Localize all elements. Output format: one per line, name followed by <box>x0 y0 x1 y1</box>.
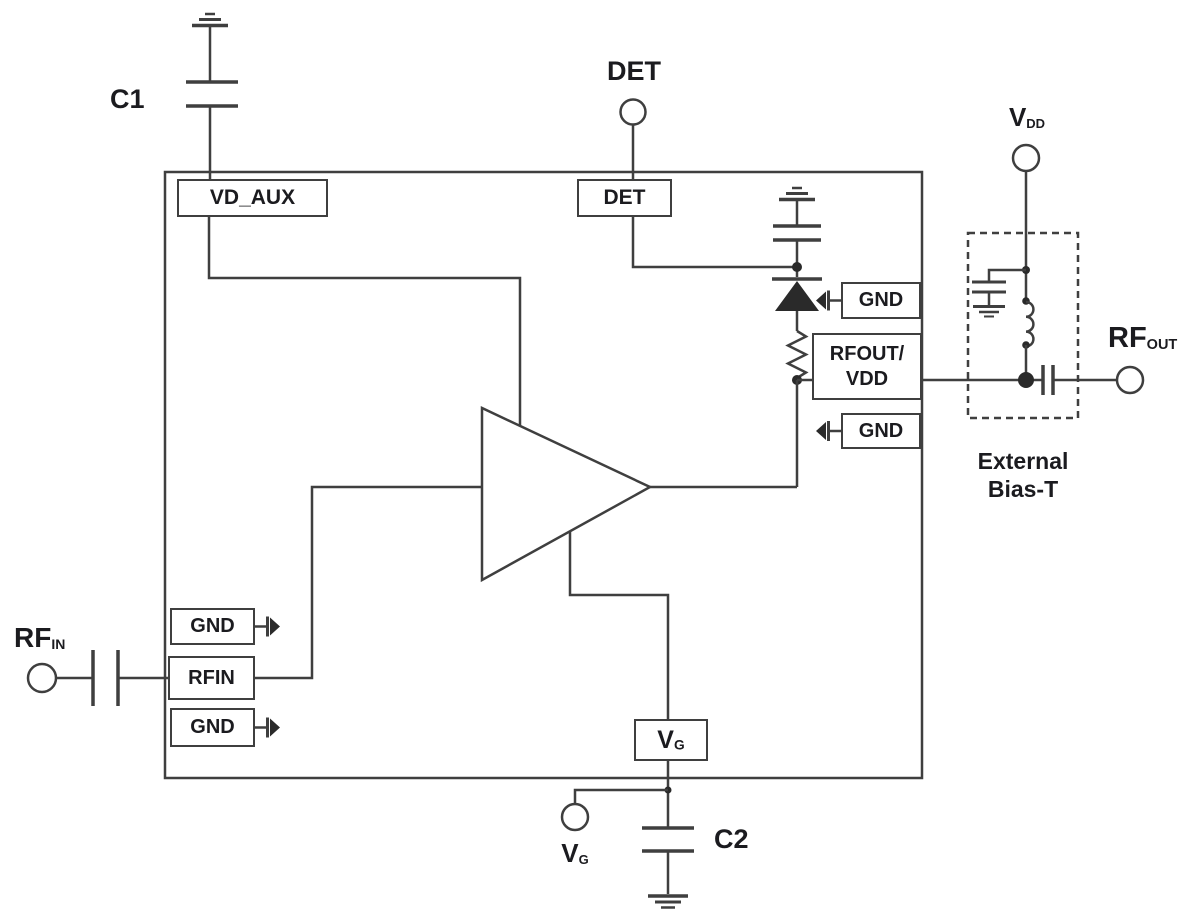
rf-out-port-label: RFOUT <box>1108 322 1178 354</box>
inductor-icon <box>1025 300 1035 348</box>
pad-arrow <box>270 617 280 636</box>
rf-out-bias-t <box>922 143 1145 395</box>
c1-branch <box>186 12 522 426</box>
earth-ground-icon <box>192 12 228 28</box>
wire-input <box>255 485 482 680</box>
junction-dot <box>792 262 802 272</box>
series-capacitor-icon <box>91 650 120 706</box>
earth-ground-icon <box>779 186 815 202</box>
capacitor-icon <box>773 224 821 242</box>
bias-t-caption: External Bias-T <box>977 448 1069 502</box>
gnd-pad-bond-right-lower <box>816 421 841 441</box>
wire <box>573 788 668 804</box>
vdd-port-label: VDD <box>1008 102 1046 132</box>
pin-label: DET <box>603 186 646 209</box>
pin-label: RFIN <box>188 666 235 689</box>
wire <box>631 217 797 269</box>
pin-gnd-bottom-right: GND <box>841 413 921 449</box>
diode-triangle <box>775 281 819 311</box>
pin-gnd-left-upper: GND <box>170 608 255 645</box>
det-port-label: DET <box>607 56 661 86</box>
amplifier-triangle-icon <box>480 406 653 583</box>
pin-label: GND <box>190 615 235 637</box>
pin-label: GND <box>858 419 904 442</box>
capacitor-icon <box>186 80 238 108</box>
pad-arrow <box>816 422 826 440</box>
pin-gnd-top-right: GND <box>841 282 921 319</box>
port-circle <box>560 802 590 832</box>
capacitor-icon <box>642 826 694 853</box>
pin-label: VG <box>657 725 685 754</box>
junction-dot <box>1018 372 1034 388</box>
wire <box>987 268 1026 281</box>
pad-arrow <box>816 291 826 310</box>
port-circle <box>619 98 647 126</box>
wire <box>207 217 522 426</box>
rf-in-port-label: RFIN <box>14 622 66 653</box>
pin-vd-aux: VD_AUX <box>177 179 328 217</box>
det-branch <box>619 98 797 269</box>
port-circle <box>26 662 58 694</box>
resistor-icon <box>785 329 809 380</box>
pin-rfin: RFIN <box>168 656 255 700</box>
c2-label: C2 <box>714 824 749 854</box>
wire-gate-bias <box>568 531 670 719</box>
pin-rfout-vdd: RFOUT/ VDD <box>812 333 922 400</box>
pin-det: DET <box>577 179 672 217</box>
port-circle <box>1011 143 1041 173</box>
earth-ground-icon <box>648 894 688 909</box>
port-circle <box>1115 365 1145 395</box>
series-capacitor-icon <box>1041 365 1055 395</box>
gnd-pad-bond-left-lower <box>255 717 280 738</box>
pin-label: RFOUT/ <box>829 342 905 365</box>
chip-outline <box>163 170 924 780</box>
rf-in-branch <box>26 650 168 706</box>
gnd-pad-bond-left-upper <box>255 616 280 637</box>
gnd-pad-bond-right-upper <box>816 290 841 311</box>
pin-label: VDD <box>845 367 889 390</box>
vg-port-label: VG <box>561 838 589 868</box>
detector-chain <box>772 186 822 487</box>
pin-gnd-left-lower: GND <box>170 708 255 747</box>
vg-c2-branch <box>560 761 694 909</box>
pin-label: GND <box>858 289 904 311</box>
shunt-capacitor-icon <box>972 280 1006 294</box>
pad-arrow <box>270 718 280 737</box>
pin-label: VD_AUX <box>209 186 296 209</box>
earth-ground-icon <box>973 305 1005 318</box>
amplifier <box>255 406 797 719</box>
c1-label: C1 <box>110 84 145 114</box>
diode-icon <box>772 277 822 311</box>
bias-t-outline <box>966 231 1080 420</box>
pin-vg: VG <box>634 719 708 761</box>
pin-label: GND <box>190 716 235 738</box>
